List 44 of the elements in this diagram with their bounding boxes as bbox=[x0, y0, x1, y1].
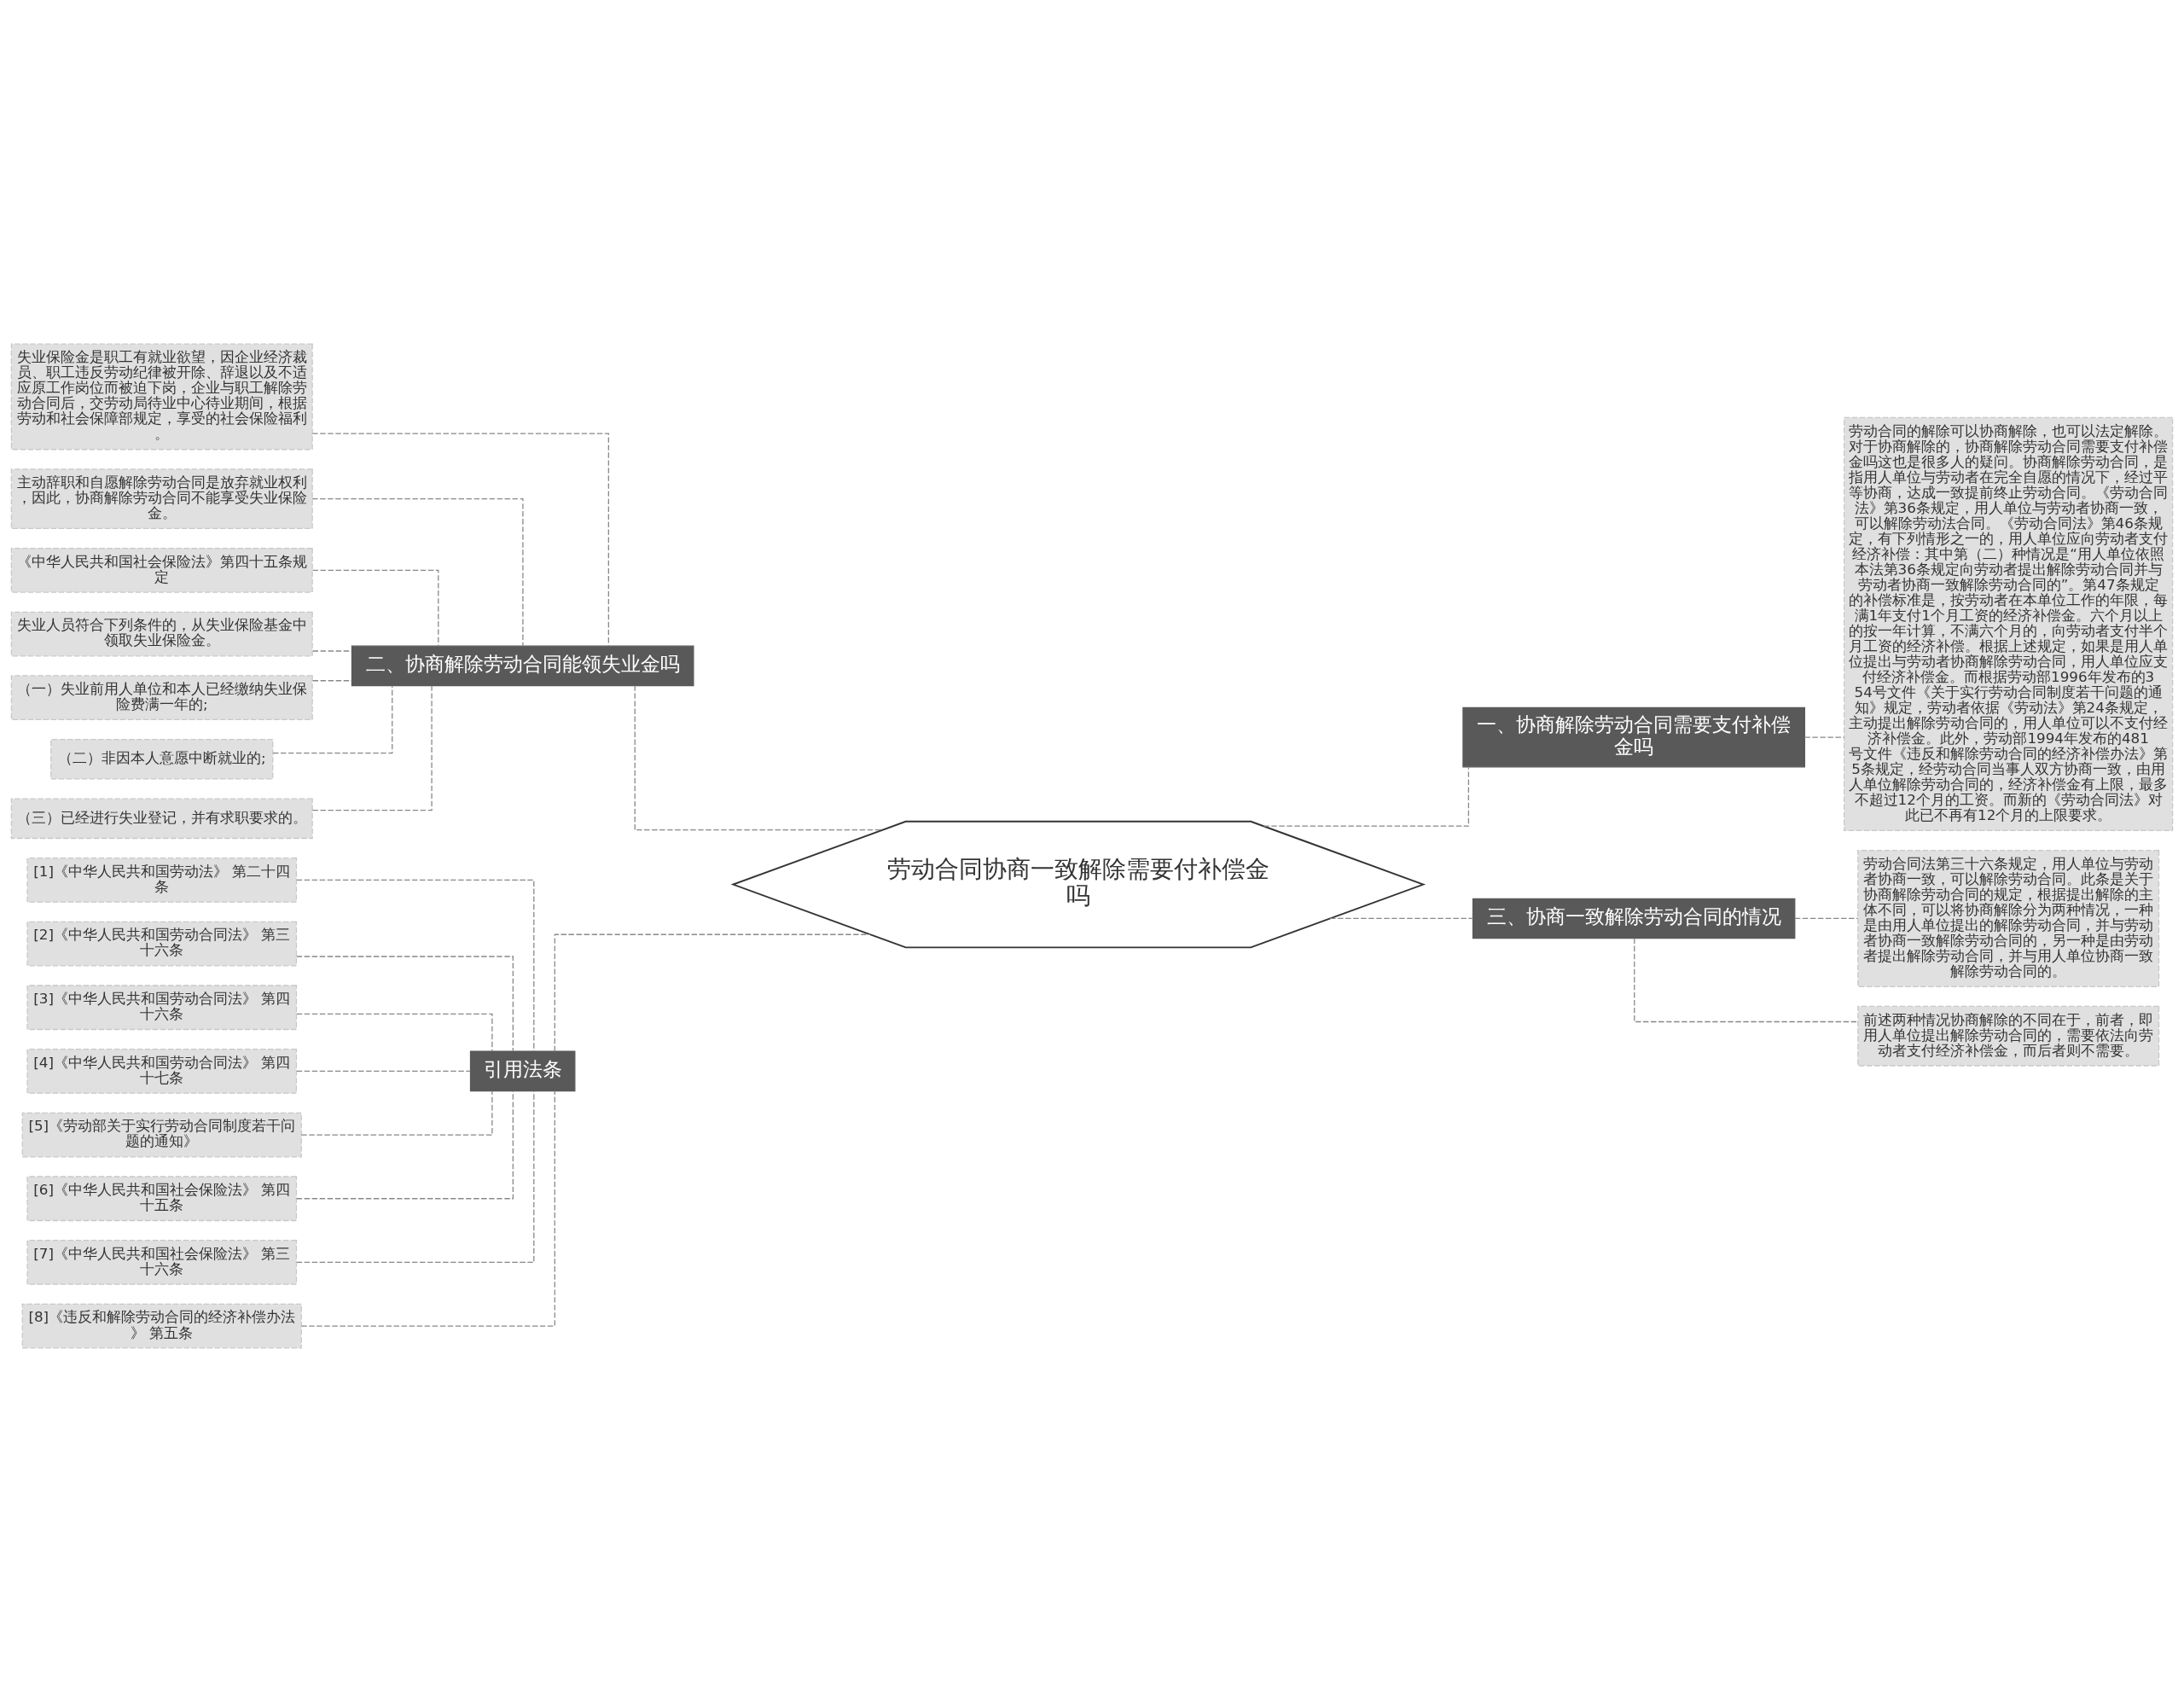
connector bbox=[312, 680, 352, 682]
connector bbox=[296, 879, 535, 1052]
node-box: [8]《违反和解除劳动合同的经济补偿办法》 第五条 bbox=[21, 1303, 302, 1349]
node-box: 一、协商解除劳动合同需要支付补偿金吗 bbox=[1462, 706, 1805, 768]
connector bbox=[312, 650, 352, 652]
connector bbox=[311, 498, 524, 647]
connector bbox=[1634, 938, 1859, 1023]
node-box: 主动辞职和自愿解除劳动合同是放弃就业权利，因此，协商解除劳动合同不能享受失业保险金。 bbox=[10, 468, 313, 530]
connector bbox=[1804, 736, 1845, 738]
node-box: 劳动合同的解除可以协商解除，也可以法定解除。对于协商解除的，协商解除劳动合同需要支付补偿金吗这也是很多人的疑问。协商解除劳动合同，是指用人单位与劳动者在完全自愿的情况下，经过平等协商，达成一致提前终止劳动合同。《劳动合同法》第36条规定，用人单位与劳动者协商一致，可以解除劳动法合同。《劳动合同法》第46条规定，有下列情形之一的，用人单位应向劳动者支付经济补偿：其中第（二）种情况是“用人单位依照本法第36条规定向劳动者提出解除劳动合同并与劳动者协商一致解除劳动合同的”。第47条规定的补偿标准是，按劳动者在本单位工作的年限，每满1年支付1个月工资的经济补偿金。六个月以上的按一年计算，不满六个月的，向劳动者支付半个月工资的经济补偿。根据上述规定，如果是用人单位提出与劳动者协商解除劳动合同，用人单位应支付经济补偿金。而根据劳动部1996年发布的354号文件《关于实行劳动合同制度若干问题的通知》规定，劳动者依据《劳动法》第24条规定，主动提出解除劳动合同的，用人单位可以不支付经济补偿金。此外，劳动部1994年发布的481号文件《违反和解除劳动合同的经济补偿办法》第5条规定，经劳动合同当事人双方协商一致，由用人单位解除劳动合同的，经济补偿金有上限，最多不超过12个月的工资。而新的《劳动合同法》对此已不再有12个月的上限要求。 bbox=[1844, 416, 2174, 832]
connector bbox=[296, 956, 514, 1052]
connector bbox=[634, 684, 883, 831]
node-box: 劳动合同法第三十六条规定，用人单位与劳动者协商一致，可以解除劳动合同。此条是关于协商解除劳动合同的规定，根据提出解除的主体不同，可以将协商解除分为两种情况，一种是由用人单位提出的解除劳动合同，并与劳动者协商一致解除劳动合同的，另一种是由劳动者提出解除劳动合同，并与用人单位协商一致解除劳动合同的。 bbox=[1857, 850, 2160, 987]
connector bbox=[296, 1070, 471, 1073]
node-box: 失业保险金是职工有就业欲望，因企业经济裁员、职工违反劳动纪律被开除、辞退以及不适应原工作岗位而被迫下岗，企业与职工解除劳动合同后，交劳动局待业中心待业期间，根据劳动和社会保障部规定，享受的社会保险福利。 bbox=[10, 343, 313, 451]
connector bbox=[296, 1090, 535, 1264]
connector bbox=[296, 1013, 493, 1052]
connector bbox=[311, 569, 439, 647]
node-box: [6]《中华人民共和国社会保险法》 第四十五条 bbox=[26, 1176, 298, 1222]
node-box: 二、协商解除劳动合同能领失业金吗 bbox=[351, 645, 694, 687]
connector bbox=[296, 1090, 514, 1200]
node-box: [2]《中华人民共和国劳动合同法》 第三十六条 bbox=[26, 921, 298, 967]
node-box: [5]《劳动部关于实行劳动合同制度若干问题的通知》 bbox=[21, 1112, 302, 1158]
connector bbox=[300, 1090, 493, 1136]
node-box: [4]《中华人民共和国劳动合同法》 第四十七条 bbox=[26, 1049, 298, 1094]
node-box: 前述两种情况协商解除的不同在于，前者，即用人单位提出解除劳动合同的，需要依法向劳动者支付经济补偿金，而后者则不需要。 bbox=[1857, 1005, 2160, 1067]
node-box: [3]《中华人民共和国劳动合同法》 第四十六条 bbox=[26, 985, 298, 1031]
connector bbox=[311, 433, 609, 647]
connector bbox=[1263, 766, 1470, 827]
node-box: [7]《中华人民共和国社会保险法》 第三十六条 bbox=[26, 1240, 298, 1285]
connector bbox=[1329, 917, 1474, 920]
node-box: 失业人员符合下列条件的，从失业保险基金中领取失业保险金。 bbox=[10, 611, 313, 657]
node-box: 引用法条 bbox=[469, 1050, 576, 1092]
connector bbox=[300, 1090, 555, 1327]
node-box: （一）失业前用人单位和本人已经缴纳失业保险费满一年的; bbox=[10, 675, 313, 721]
connector bbox=[311, 685, 433, 811]
node-box: 《中华人民共和国社会保险法》第四十五条规定 bbox=[10, 547, 313, 593]
connector bbox=[1794, 917, 1859, 920]
node-box: （二）非因本人意愿中断就业的; bbox=[50, 738, 274, 780]
connector bbox=[272, 684, 393, 754]
node-box: 三、协商一致解除劳动合同的情况 bbox=[1472, 898, 1796, 939]
connector bbox=[554, 933, 871, 1052]
node-box: （三）已经进行失业登记，并有求职要求的。 bbox=[10, 798, 313, 840]
node-box: [1]《中华人民共和国劳动法》 第二十四条 bbox=[26, 858, 298, 903]
